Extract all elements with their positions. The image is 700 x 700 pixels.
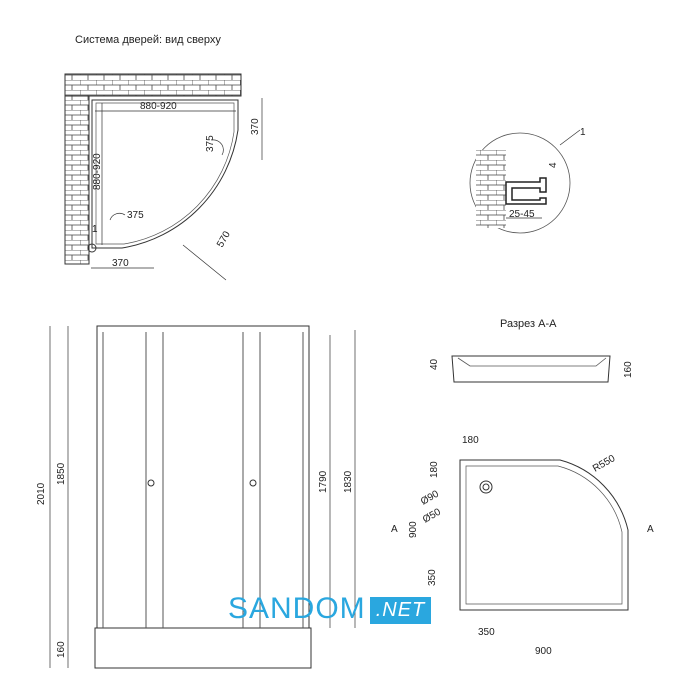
marker-circle (87, 243, 97, 253)
detail-leader (559, 129, 581, 146)
tray-900-left: 900 (408, 521, 419, 538)
watermark: SANDOM.NET (228, 592, 432, 626)
tray-900-bottom: 900 (535, 646, 552, 657)
detail-gap-4: 4 (548, 162, 559, 168)
door-height-label: 1830 (343, 470, 354, 493)
section-mark-right: A (647, 524, 654, 535)
bottom-370-label: 370 (112, 258, 129, 269)
detail-circle (469, 132, 571, 234)
detail-range-label: 25-45 (509, 209, 535, 220)
tray-plan-inner (465, 465, 623, 605)
tray-d50: Ø50 (421, 506, 443, 525)
glass-height-label: 1790 (318, 470, 329, 493)
inner-height-label: 1850 (56, 462, 67, 485)
top-wall (64, 73, 242, 97)
profile-detail: 1 4 25-45 (469, 127, 586, 234)
tray-front (94, 627, 312, 669)
tray-plan-outline (459, 459, 629, 611)
radius-570-label: 570 (215, 229, 233, 249)
radius-dim-line (182, 244, 227, 281)
watermark-suffix: .NET (369, 596, 432, 624)
tray-section (451, 355, 611, 383)
drain-outer (479, 480, 493, 494)
section-title: Разрез A-A (500, 318, 557, 330)
tray-radius: R550 (591, 453, 618, 475)
door-handle-left (147, 479, 155, 487)
drain-inner (482, 483, 490, 491)
left-wall (64, 95, 90, 265)
section-h40: 40 (429, 358, 440, 370)
tray-350-left: 350 (427, 569, 438, 586)
cabin-frame (96, 325, 310, 629)
doors-system-title: Система дверей: вид сверху (75, 34, 221, 46)
section-view: 40 160 (429, 355, 634, 383)
detail-wall (476, 150, 506, 228)
watermark-brand: SANDOM (228, 592, 366, 625)
tray-d90: Ø90 (419, 488, 441, 507)
tray-height-label: 160 (56, 641, 67, 658)
door-375-bottom-label: 375 (127, 210, 144, 221)
total-height-label: 2010 (36, 482, 47, 505)
marker-1-label: 1 (92, 224, 98, 235)
tray-outline (91, 99, 239, 249)
tray-inner-section (457, 357, 607, 367)
profile-shape (505, 177, 547, 205)
door-track (95, 102, 235, 245)
door-375-top-label: 375 (205, 135, 216, 152)
width-label: 880-920 (140, 101, 177, 112)
tray-180-left: 180 (429, 461, 440, 478)
tray-350-bottom: 350 (478, 627, 495, 638)
section-mark-left: A (391, 524, 398, 535)
detail-marker-1: 1 (580, 127, 586, 138)
door-arc-top (211, 139, 224, 156)
tray-180-top: 180 (462, 435, 479, 446)
door-handle-right (249, 479, 257, 487)
section-h160: 160 (623, 361, 634, 378)
side-370-label: 370 (250, 118, 261, 135)
door-arc-bottom (109, 212, 126, 221)
top-view: 880-920 880-920 370 370 375 375 570 1 (64, 73, 263, 281)
depth-label: 880-920 (92, 153, 103, 190)
front-view: 2010 1850 160 1790 1830 (36, 325, 356, 669)
